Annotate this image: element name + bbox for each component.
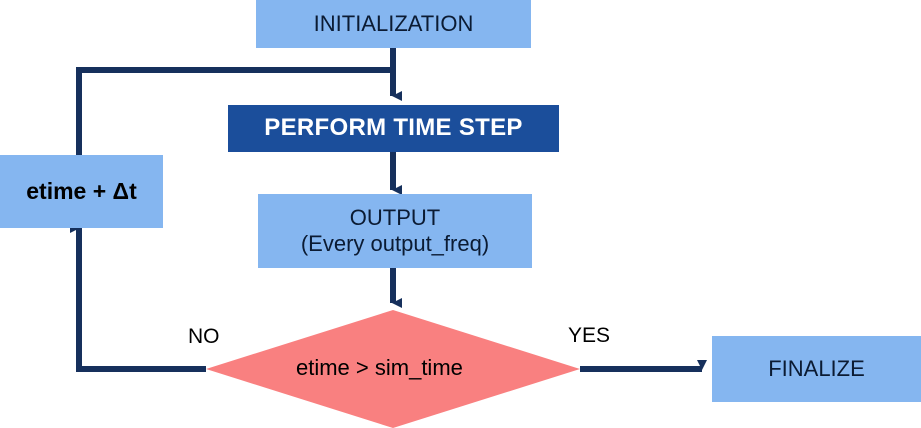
node-decision-label: etime > sim_time [296, 355, 463, 380]
node-finalize-label: FINALIZE [768, 356, 865, 382]
node-decision[interactable]: etime > sim_time [296, 355, 463, 381]
node-output-label-line2: (Every output_freq) [300, 231, 490, 256]
node-initialization[interactable]: INITIALIZATION [256, 0, 531, 48]
edge-label-yes-text: YES [568, 324, 611, 347]
edge-label-yes: YES [568, 324, 610, 348]
edge-label-no-text: NO [188, 325, 220, 348]
node-output-label-line1: OUTPUT [349, 205, 441, 231]
connector-decision-no-to-increment [70, 223, 206, 372]
edge-label-no: NO [188, 325, 220, 349]
node-perform-time-step[interactable]: PERFORM TIME STEP [228, 105, 559, 152]
node-increment-etime[interactable]: etime + Δt [0, 155, 163, 228]
node-perform-time-step-label: PERFORM TIME STEP [264, 114, 523, 142]
node-output[interactable]: OUTPUT (Every output_freq) [258, 194, 532, 268]
node-initialization-label: INITIALIZATION [313, 11, 474, 37]
node-finalize[interactable]: FINALIZE [712, 336, 921, 402]
node-increment-etime-label: etime + Δt [26, 177, 137, 204]
